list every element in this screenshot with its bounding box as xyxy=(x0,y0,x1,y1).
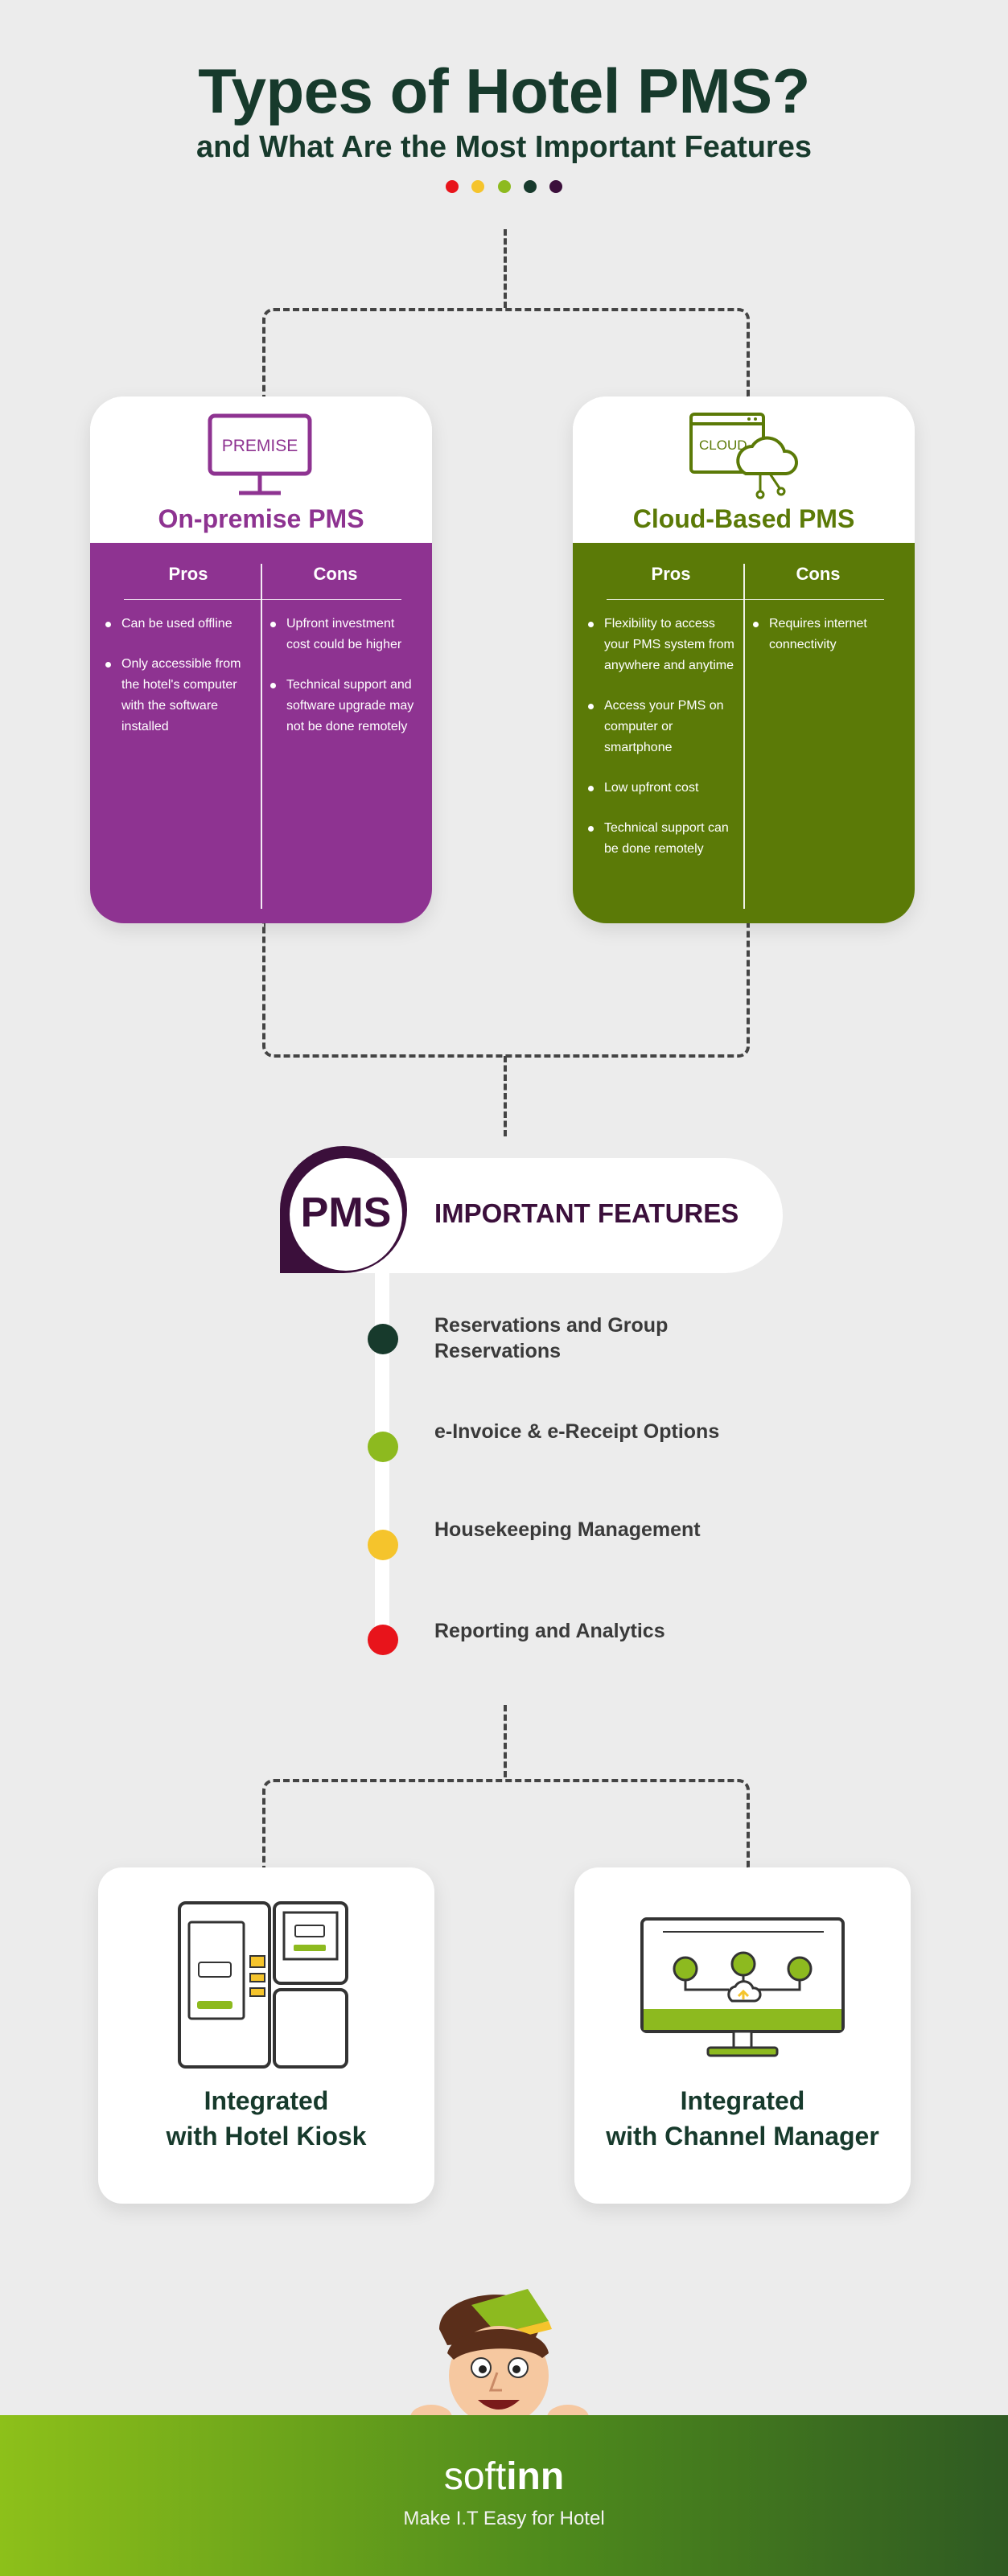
red-dot xyxy=(445,180,459,193)
channel-line1: Integrated xyxy=(680,2086,805,2115)
pros-item: Low upfront cost xyxy=(585,778,738,799)
pms-badge-inner xyxy=(290,1158,402,1271)
feature-dot xyxy=(368,1530,398,1560)
page-title: Types of Hotel PMS? xyxy=(198,55,810,126)
pms-badge-text: PMS xyxy=(300,1189,392,1236)
yellow-dot xyxy=(471,180,485,193)
card-body: Pros Cons Flexibility to access your PMS… xyxy=(573,543,915,923)
premise-icon-label: PREMISE xyxy=(222,437,298,455)
pros-list: Can be used offline Only accessible from… xyxy=(102,614,255,757)
connector-bottom-bracket xyxy=(262,1779,750,1871)
cons-item: Upfront investment cost could be higher xyxy=(267,614,420,655)
feature-dot xyxy=(368,1324,398,1354)
header-divider xyxy=(124,599,401,600)
logo-soft: soft xyxy=(443,2455,507,2498)
card-head: CLOUD Cloud-Based PMS xyxy=(573,396,915,543)
connector-bottom xyxy=(504,1705,507,1777)
card-head: PREMISE On-premise PMS xyxy=(90,396,432,543)
feature-item: Housekeeping Management xyxy=(434,1518,701,1541)
cons-header: Cons xyxy=(313,564,358,584)
green-dot xyxy=(497,180,511,193)
kiosk-icon xyxy=(178,1901,348,2069)
on-premise-card: PREMISE On-premise PMS Pros Cons Can be … xyxy=(90,396,432,923)
cloud-based-card: CLOUD Cloud-Based PMS Pros Cons Flexibil… xyxy=(573,396,915,923)
connector-middle-bracket xyxy=(262,923,750,1058)
column-divider xyxy=(261,564,262,909)
pros-item: Only accessible from the hotel's compute… xyxy=(102,654,255,737)
pros-item: Access your PMS on computer or smartphon… xyxy=(585,696,738,758)
card-title: On-premise PMS xyxy=(158,504,364,533)
purple-dot xyxy=(549,180,563,193)
pros-item: Technical support can be done remotely xyxy=(585,818,738,860)
channel-monitor-icon xyxy=(640,1917,845,2057)
connector-middle xyxy=(504,1056,507,1136)
header-divider xyxy=(607,599,884,600)
column-divider xyxy=(743,564,745,909)
footer xyxy=(0,2415,1008,2576)
pros-header: Pros xyxy=(651,564,691,584)
pros-list: Flexibility to access your PMS system fr… xyxy=(585,614,738,879)
kiosk-line2: with Hotel Kiosk xyxy=(166,2122,367,2151)
feature-dot xyxy=(368,1432,398,1462)
connector-top xyxy=(504,229,507,308)
kiosk-card: Integrated with Hotel Kiosk xyxy=(98,1867,434,2204)
darkgreen-dot xyxy=(523,180,537,193)
feature-item: e-Invoice & e-Receipt Options xyxy=(434,1420,720,1443)
cons-header: Cons xyxy=(796,564,841,584)
cons-item: Technical support and software upgrade m… xyxy=(267,675,420,737)
kiosk-line1: Integrated xyxy=(204,2086,329,2115)
color-dots xyxy=(0,180,1008,197)
cons-item: Requires internet connectivity xyxy=(750,614,903,655)
feature-item: Reservations and Group Reservations xyxy=(434,1314,669,1362)
cloud-icon-label: CLOUD xyxy=(699,438,747,453)
channel-text: Integrated with Channel Manager xyxy=(574,2083,911,2154)
channel-line2: with Channel Manager xyxy=(606,2122,879,2151)
card-title: Cloud-Based PMS xyxy=(632,504,855,533)
pros-header: Pros xyxy=(168,564,208,584)
connector-top-bracket xyxy=(262,308,750,400)
pros-item: Can be used offline xyxy=(102,614,255,635)
softinn-logo: softinn xyxy=(0,2455,1008,2499)
bellboy-mascot-icon xyxy=(410,2289,589,2430)
pros-item: Flexibility to access your PMS system fr… xyxy=(585,614,738,676)
feature-item: Reporting and Analytics xyxy=(434,1620,665,1642)
cloud-window-icon: CLOUD xyxy=(689,413,799,499)
cons-list: Requires internet connectivity xyxy=(750,614,903,675)
channel-manager-card: Integrated with Channel Manager xyxy=(574,1867,911,2204)
logo-inn: inn xyxy=(506,2455,565,2498)
cons-list: Upfront investment cost could be higher … xyxy=(267,614,420,757)
tagline: Make I.T Easy for Hotel xyxy=(403,2508,605,2529)
features-title: IMPORTANT FEATURES xyxy=(434,1198,739,1228)
page-subtitle: and What Are the Most Important Features xyxy=(196,130,812,164)
kiosk-text: Integrated with Hotel Kiosk xyxy=(98,2083,434,2154)
feature-dot xyxy=(368,1625,398,1655)
monitor-icon: PREMISE xyxy=(208,413,312,495)
card-body: Pros Cons Can be used offline Only acces… xyxy=(90,543,432,923)
